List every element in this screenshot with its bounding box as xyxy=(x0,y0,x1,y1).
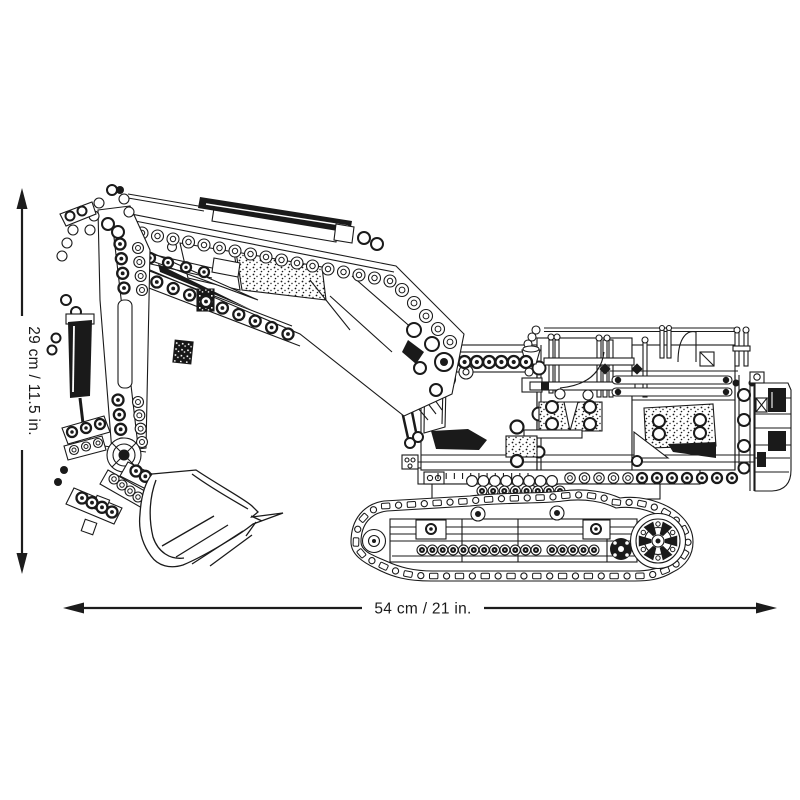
width-dimension: 54 cm / 21 in. xyxy=(63,601,777,618)
crawler-track xyxy=(350,489,694,582)
stick-cylinder xyxy=(116,186,384,251)
track-chain xyxy=(352,491,692,580)
engine-pipes xyxy=(521,324,751,398)
grab-rail xyxy=(677,331,697,363)
drive-gear xyxy=(610,538,632,560)
counterweight xyxy=(749,371,792,492)
height-dimension-label: 29 cm / 11.5 in. xyxy=(25,326,42,436)
idler-wheel xyxy=(361,528,387,554)
width-dimension-label: 54 cm / 21 in. xyxy=(374,601,471,618)
arrowhead-right-icon xyxy=(756,602,777,614)
seat-shadow xyxy=(431,429,487,450)
roof-rails xyxy=(610,370,738,397)
stick-arm xyxy=(56,184,151,453)
bucket xyxy=(138,469,284,568)
sticker-patch xyxy=(172,339,194,365)
engine-panels xyxy=(505,388,717,469)
boom xyxy=(103,212,465,417)
superstructure xyxy=(401,324,757,491)
arrowhead-left-icon xyxy=(63,602,84,614)
height-dimension: 29 cm / 11.5 in. xyxy=(16,188,42,574)
drive-sprocket xyxy=(629,512,687,570)
excavator xyxy=(46,184,792,582)
engine-shadow xyxy=(668,442,716,458)
bucket-linkage xyxy=(54,415,177,536)
arrowhead-up-icon xyxy=(16,188,28,209)
arrowhead-down-icon xyxy=(16,553,28,574)
